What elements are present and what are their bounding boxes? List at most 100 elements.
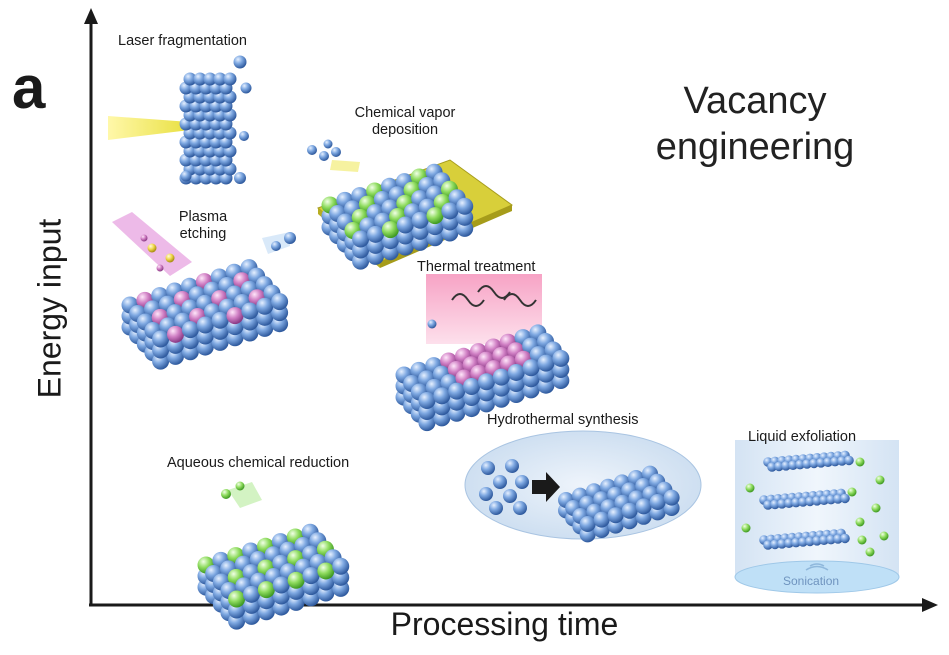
atom — [366, 225, 384, 243]
atom — [418, 392, 436, 409]
atom — [257, 581, 275, 599]
atom — [855, 457, 865, 467]
heat-wave-3 — [503, 293, 537, 307]
label-thermal-treatment: Thermal treatment — [417, 259, 536, 275]
thermal-treatment-illustration — [395, 274, 570, 432]
atom — [515, 475, 529, 489]
atom — [812, 496, 822, 506]
atom — [812, 536, 822, 546]
atom — [770, 539, 780, 550]
diagram-title: Vacancy engineering — [640, 78, 870, 170]
atom — [165, 253, 175, 263]
atom — [302, 567, 320, 585]
atom — [513, 501, 527, 515]
atom — [448, 382, 466, 400]
atom — [777, 539, 787, 549]
label-cvd-line-1: Chemical vapor — [354, 105, 456, 121]
atom — [287, 571, 305, 589]
atom — [826, 494, 836, 505]
atom — [477, 373, 495, 391]
atom — [847, 487, 857, 497]
atom — [196, 316, 214, 334]
atom — [240, 82, 252, 94]
atom — [271, 293, 289, 311]
atom — [427, 319, 437, 329]
atom — [791, 497, 801, 508]
atom — [235, 481, 245, 491]
atom — [833, 494, 843, 504]
atom — [228, 590, 246, 608]
aqueous-reduction-illustration — [197, 481, 350, 630]
atom — [411, 211, 429, 229]
atom — [823, 457, 833, 468]
atom — [463, 377, 481, 395]
atom — [180, 170, 192, 182]
atom — [741, 523, 751, 533]
label-aqueous-reduction: Aqueous chemical reduction — [167, 455, 350, 471]
atom — [332, 557, 350, 575]
atom — [857, 535, 867, 545]
atom — [211, 311, 229, 329]
atom — [537, 354, 555, 372]
atom — [396, 216, 414, 234]
atom — [256, 297, 274, 315]
atom — [317, 562, 335, 580]
atom — [879, 531, 889, 541]
plasma-etching-illustration — [112, 212, 296, 370]
atom — [140, 234, 148, 242]
title-line-2: engineering — [655, 126, 855, 168]
laser-beam — [108, 116, 190, 140]
atom — [816, 458, 826, 468]
atom — [784, 538, 794, 548]
atom — [234, 172, 246, 184]
atom — [352, 230, 370, 248]
atom — [479, 487, 493, 501]
atom — [805, 496, 815, 507]
atom — [272, 576, 290, 594]
atom — [798, 497, 808, 507]
title-line-1: Vacancy — [683, 80, 827, 122]
atom — [193, 72, 207, 86]
atom — [503, 489, 517, 503]
atom — [242, 585, 260, 603]
atom — [147, 243, 157, 253]
atom — [507, 363, 525, 381]
atom — [865, 547, 875, 557]
atom — [481, 461, 495, 475]
atom — [493, 475, 507, 489]
atom — [819, 535, 829, 545]
label-plasma-line-2: etching — [179, 226, 227, 242]
atom — [809, 458, 819, 469]
atom — [871, 503, 881, 513]
atom — [284, 232, 296, 244]
atom — [767, 462, 777, 472]
label-liquid-exfoliation: Liquid exfoliation — [748, 429, 857, 445]
atom — [226, 307, 244, 325]
atom — [552, 349, 570, 367]
atom — [489, 501, 503, 515]
atom — [522, 359, 540, 377]
atom — [223, 72, 237, 86]
atom — [745, 483, 755, 493]
label-laser-fragmentation: Laser fragmentation — [118, 33, 247, 49]
atom — [840, 493, 850, 504]
atom — [802, 459, 812, 469]
atom — [777, 499, 787, 509]
atom — [798, 537, 808, 547]
atom — [770, 499, 780, 510]
atom — [319, 151, 329, 161]
atom — [433, 387, 451, 405]
label-plasma-line-1: Plasma — [178, 209, 228, 225]
atom — [381, 221, 399, 239]
atom — [649, 494, 666, 510]
atom — [307, 145, 317, 155]
atom — [855, 517, 865, 527]
hydrothermal-arrow — [532, 472, 560, 502]
atom — [833, 534, 843, 544]
atom — [239, 131, 249, 141]
sonication-bath — [734, 560, 900, 594]
cvd-illustration — [307, 139, 514, 270]
label-cvd-line-2: deposition — [371, 122, 439, 138]
atom — [213, 72, 227, 86]
